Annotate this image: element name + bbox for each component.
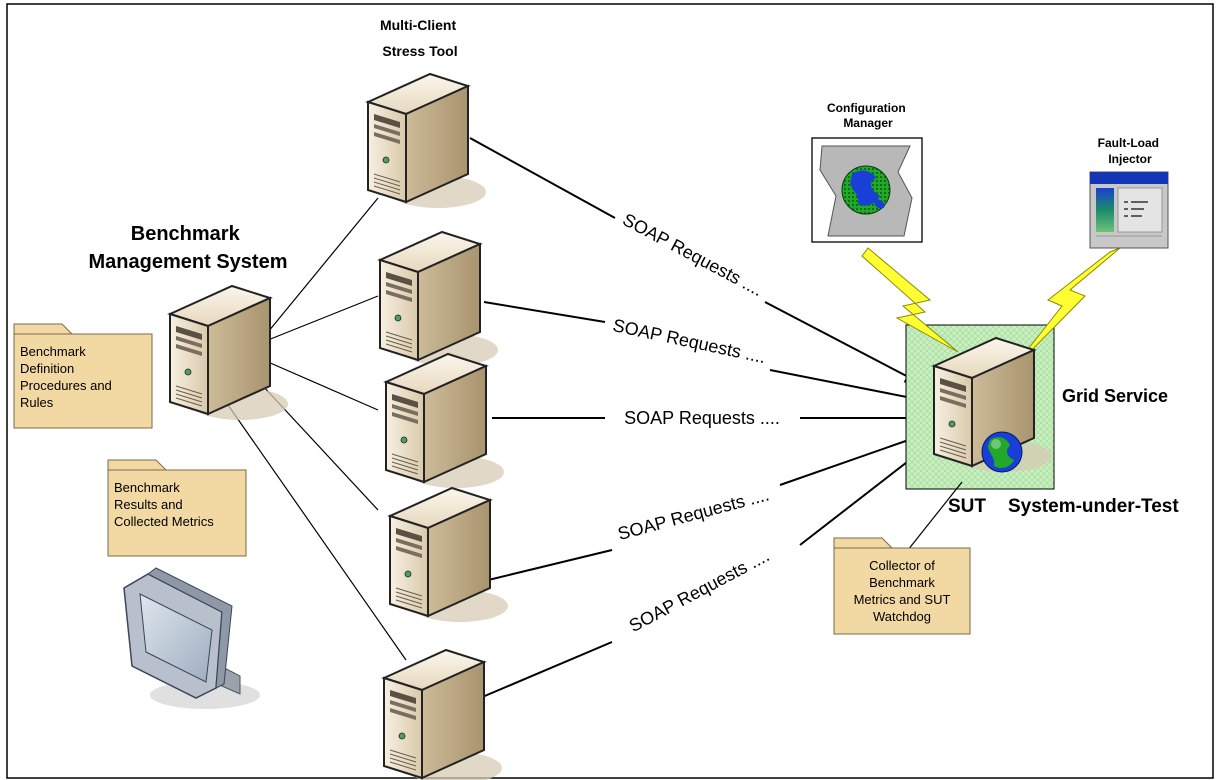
stress-tool-label-2: Stress Tool	[382, 43, 457, 59]
server-management[interactable]	[167, 284, 288, 420]
sut-label: SUT	[948, 496, 986, 517]
lightning-config	[861, 247, 959, 353]
fault-injector-label-1: Fault-Load	[1098, 136, 1159, 150]
soap-label-4: SOAP Requests ....	[616, 484, 772, 544]
svg-text:Benchmark Management Syste: Benchmark Management System	[89, 223, 288, 273]
server-client-2[interactable]	[377, 230, 498, 366]
folder-benchmark-definition-line-4: Rules	[20, 395, 54, 410]
server-client-5[interactable]	[381, 648, 502, 780]
collector-pointer-line	[899, 481, 963, 561]
server-client-1[interactable]	[365, 72, 486, 208]
folder-benchmark-definition-line-2: Definition	[20, 361, 74, 376]
soap-label-3: SOAP Requests ....	[624, 408, 780, 428]
soap-label-1: SOAP Requests ....	[619, 209, 766, 300]
sut-globe-icon	[981, 431, 1023, 473]
monitor-icon[interactable]	[123, 567, 260, 709]
grid-service-label: Grid Service	[1062, 386, 1168, 406]
folder-collector-line-4: Watchdog	[873, 609, 931, 624]
lightning-injector	[1009, 247, 1121, 373]
server-client-4[interactable]	[387, 486, 508, 622]
folder-benchmark-definition-line-3: Procedures and	[20, 378, 112, 393]
folder-benchmark-definition-line-1: Benchmark	[20, 344, 86, 359]
stress-tool-label-1: Multi-Client	[380, 17, 457, 33]
soap-request-lines	[469, 137, 927, 699]
folder-collector-line-2: Benchmark	[869, 575, 935, 590]
diagram-frame	[6, 3, 1214, 779]
soap-label-5: SOAP Requests ....	[626, 545, 773, 636]
configuration-manager[interactable]	[811, 137, 923, 243]
servers-group	[167, 72, 1052, 780]
folder-benchmark-results-line-2: Results and	[114, 497, 183, 512]
benchmark-mgmt-label-2: Management System	[89, 251, 288, 273]
system-under-test-label: System-under-Test	[1008, 496, 1179, 517]
soap-label-2: SOAP Requests ....	[611, 315, 768, 367]
server-client-3[interactable]	[383, 352, 504, 488]
list-icon	[1124, 201, 1148, 217]
fault-injector-label-2: Injector	[1108, 152, 1152, 166]
folder-collector-line-1: Collector of	[869, 558, 935, 573]
config-manager-label-2: Manager	[843, 116, 893, 130]
config-manager-label-1: Configuration	[827, 101, 906, 115]
svg-text:Fault-Load Injector: Fault-Load Injector	[1098, 136, 1163, 166]
folder-benchmark-results-line-3: Collected Metrics	[114, 514, 214, 529]
folder-benchmark-results-line-1: Benchmark	[114, 480, 180, 495]
folder-collector-line-3: Metrics and SUT	[854, 592, 951, 607]
svg-text:Multi-Client Stress Tool: Multi-Client Stress Tool	[380, 17, 460, 59]
fault-load-injector[interactable]	[1089, 171, 1169, 249]
benchmark-mgmt-label-1: Benchmark	[131, 223, 241, 245]
svg-text:Configuration Manager: Configuration Manager	[827, 101, 909, 130]
